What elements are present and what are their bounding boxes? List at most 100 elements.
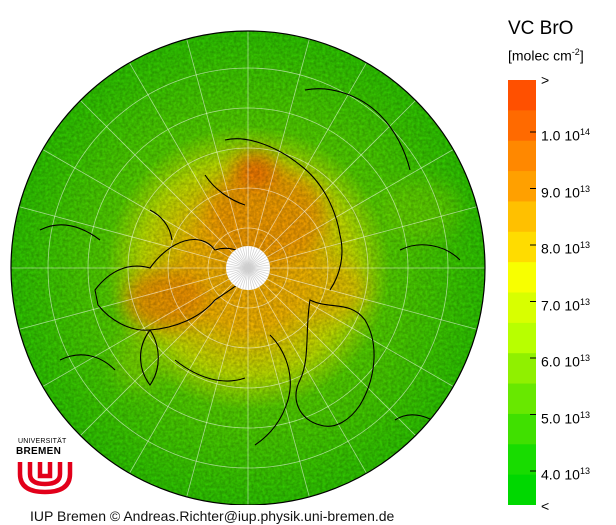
meridian-line	[263, 283, 418, 438]
meridian-line	[258, 286, 369, 477]
tick-exponent: 13	[579, 409, 590, 420]
pole-ray	[231, 267, 249, 284]
meridian-line	[266, 278, 457, 389]
unit-suffix: ]	[579, 47, 584, 64]
meridian-line	[263, 98, 418, 253]
meridian-line	[185, 289, 243, 500]
tick-exponent: 13	[579, 466, 590, 476]
colorbar	[508, 80, 536, 505]
colorbar-segment	[508, 292, 536, 324]
pole-ray	[228, 267, 249, 279]
pole-ray	[229, 254, 249, 269]
pole-ray	[247, 267, 270, 275]
tick-exponent: 13	[579, 353, 590, 363]
colorbar-tick-label: 7.0 1013	[541, 294, 590, 314]
university-logo	[17, 462, 73, 495]
pole-ray	[247, 258, 269, 269]
colorbar-segment	[508, 140, 536, 172]
pole-ray	[228, 257, 249, 269]
pole-ray	[242, 246, 249, 269]
pole-ray	[247, 253, 266, 269]
tick-mantissa: 5.0 10	[541, 410, 580, 427]
pole-ray	[227, 267, 249, 276]
colorbar-tick-label: 8.0 1013	[541, 237, 590, 257]
pole-ray	[247, 267, 269, 278]
pole-ray	[226, 263, 249, 269]
colorbar-tick-label: 6.0 1013	[541, 350, 590, 370]
pole-ray	[239, 267, 249, 289]
pole-ray	[247, 267, 256, 290]
colorbar-segment	[508, 322, 536, 354]
colorbar-segment	[508, 80, 536, 111]
tick-exponent: 14	[579, 127, 590, 137]
pole-ray	[247, 256, 267, 269]
pole-ray	[234, 250, 249, 269]
colorbar-segment	[508, 413, 536, 445]
pole-ray	[247, 267, 263, 285]
meridian-line	[39, 278, 230, 389]
pole-ray	[247, 246, 250, 269]
tick-exponent: 13	[579, 296, 590, 307]
logo-line2: BREMEN	[16, 446, 62, 457]
footer-credit: IUP Bremen © Andreas.Richter@iup.physik.…	[30, 508, 395, 524]
pole-ray	[247, 248, 258, 269]
pole-ray	[226, 267, 249, 273]
pole-ray	[245, 267, 249, 290]
pole-ray	[247, 246, 253, 269]
pole-ray	[247, 267, 267, 280]
meridian-line	[16, 205, 227, 263]
unit-prefix: [molec cm	[508, 47, 572, 64]
pole-ray	[247, 246, 256, 269]
colorbar-tick-label: 5.0 1013	[541, 407, 590, 427]
pole-ray	[247, 267, 250, 290]
colorbar-segment	[508, 171, 536, 202]
meridian-line	[253, 36, 311, 247]
pole-ray	[247, 251, 263, 269]
meridian-line	[269, 205, 480, 263]
colorbar-title: VC BrO	[508, 18, 574, 39]
colorbar-segment	[508, 383, 536, 415]
colorbar-segment	[508, 262, 536, 293]
tick-mantissa: 9.0 10	[541, 184, 580, 201]
pole-ray	[226, 267, 249, 270]
pole-ray	[236, 267, 249, 288]
pole-ray	[247, 267, 261, 287]
pole-ray	[247, 264, 270, 269]
pole-ray	[245, 246, 249, 269]
meridian-line	[253, 289, 311, 500]
pole-rays	[226, 246, 270, 290]
pole-ray	[247, 267, 266, 283]
meridian-line	[258, 59, 369, 250]
pole-ray	[239, 247, 249, 269]
pole-ray	[226, 266, 249, 269]
meridian-line	[185, 36, 243, 247]
pole-ray	[242, 267, 249, 290]
colorbar-tick-label: 9.0 1013	[541, 181, 590, 201]
meridian-line	[269, 273, 480, 331]
colorbar-over-label: >	[541, 72, 550, 88]
meridian-line	[39, 147, 230, 258]
colorbar-segment	[508, 231, 536, 263]
tick-exponent: 13	[579, 183, 590, 194]
tick-mantissa: 1.0 10	[541, 127, 580, 144]
unit-exponent: -2	[571, 47, 580, 57]
tick-mantissa: 7.0 10	[541, 297, 580, 314]
pole-ray	[236, 248, 249, 269]
pole-ray	[247, 267, 270, 272]
colorbar-segment	[508, 201, 536, 233]
map-disk	[11, 31, 485, 505]
coastlines	[39, 88, 461, 446]
tick-mantissa: 6.0 10	[541, 353, 580, 370]
pole-ray	[247, 249, 261, 269]
meridian-line	[266, 147, 457, 258]
meridian-line	[127, 59, 238, 250]
colorbar-segment	[508, 110, 536, 142]
colorbar-segment	[508, 444, 536, 476]
meridian-line	[16, 273, 227, 331]
colorbar-unit: [molec cm-2]	[508, 43, 584, 65]
colorbar-segment	[508, 474, 536, 505]
pole-ray	[247, 267, 253, 290]
colorbar-under-label: <	[541, 498, 550, 514]
polar-map	[10, 30, 486, 506]
logo-line1: UNIVERSITÄT	[18, 438, 67, 445]
